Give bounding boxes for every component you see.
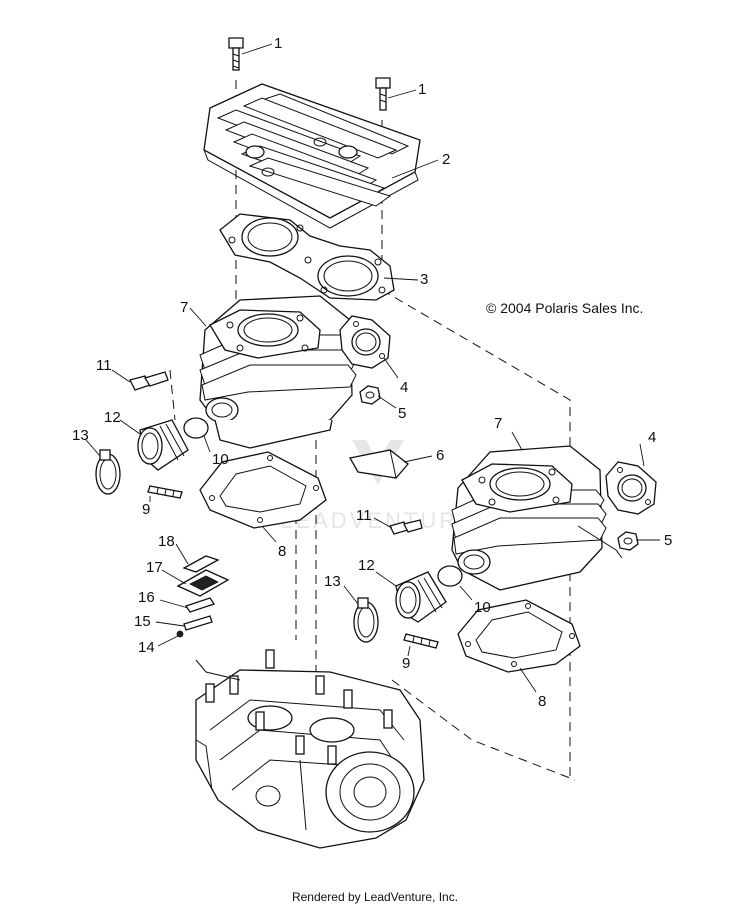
intake-boot-left bbox=[137, 419, 189, 471]
reed-petal bbox=[184, 597, 216, 613]
callout-16: 16 bbox=[138, 589, 155, 606]
callout-9: 9 bbox=[402, 655, 410, 672]
cylinder-left bbox=[199, 295, 357, 449]
reed-to-case-line bbox=[195, 659, 241, 681]
clamp-bolt-left bbox=[147, 485, 183, 499]
leader-lines bbox=[85, 43, 660, 693]
callout-10: 10 bbox=[212, 451, 229, 468]
callout-13: 13 bbox=[324, 573, 341, 590]
reed-stop bbox=[182, 555, 220, 573]
callout-13: 13 bbox=[72, 427, 89, 444]
callout-11: 11 bbox=[356, 507, 372, 524]
cylinder-right bbox=[451, 445, 607, 591]
intake-bolt-right bbox=[389, 519, 423, 535]
callout-15: 15 bbox=[134, 613, 151, 630]
cylinder-head bbox=[203, 83, 421, 229]
callout-12: 12 bbox=[104, 409, 121, 426]
exhaust-gasket-right bbox=[605, 461, 657, 515]
callout-12: 12 bbox=[358, 557, 375, 574]
callout-18: 18 bbox=[158, 533, 175, 550]
base-gasket-left bbox=[199, 451, 327, 529]
callout-1: 1 bbox=[418, 81, 426, 98]
exhaust-gasket-left bbox=[339, 315, 391, 369]
callout-4: 4 bbox=[648, 429, 656, 446]
reed-screw bbox=[176, 630, 184, 638]
cylinder-head-bolt-right bbox=[375, 77, 391, 111]
oring-left bbox=[183, 417, 209, 439]
callout-11: 11 bbox=[96, 357, 112, 374]
callout-9: 9 bbox=[142, 501, 150, 518]
exhaust-spring bbox=[577, 525, 623, 559]
callout-5: 5 bbox=[398, 405, 406, 422]
head-gasket bbox=[219, 213, 395, 301]
callout-14: 14 bbox=[138, 639, 155, 656]
cylinder-head-bolt-left bbox=[228, 37, 244, 71]
callout-5: 5 bbox=[664, 532, 672, 549]
callout-labels: 1 1 2 3 4 4 5 5 6 7 7 8 8 9 9 10 10 11 1… bbox=[72, 35, 672, 710]
copyright-text: © 2004 Polaris Sales Inc. bbox=[486, 300, 644, 316]
callout-7: 7 bbox=[180, 299, 188, 316]
clamp-bolt-right bbox=[403, 633, 439, 649]
callout-8: 8 bbox=[538, 693, 546, 710]
callout-4: 4 bbox=[400, 379, 408, 396]
base-gasket-right bbox=[457, 599, 581, 673]
crankcase bbox=[195, 649, 425, 849]
intake-bolt-left bbox=[129, 371, 169, 391]
intake-clamp-left bbox=[95, 449, 121, 495]
reed-valve-parts bbox=[176, 555, 230, 638]
callout-2: 2 bbox=[442, 151, 450, 168]
exhaust-nut-left bbox=[359, 385, 381, 405]
footer-text: Rendered by LeadVenture, Inc. bbox=[291, 890, 459, 904]
oring-right bbox=[437, 565, 463, 587]
block-part bbox=[348, 449, 409, 479]
callout-3: 3 bbox=[420, 271, 428, 288]
callout-8: 8 bbox=[278, 543, 286, 560]
exhaust-nut-right bbox=[617, 531, 639, 551]
intake-clamp-right bbox=[353, 597, 379, 643]
reed-plate bbox=[183, 615, 213, 631]
callout-7: 7 bbox=[494, 415, 502, 432]
callout-17: 17 bbox=[146, 559, 163, 576]
callout-10: 10 bbox=[474, 599, 491, 616]
watermark-text: LEADVENTURE bbox=[280, 508, 476, 533]
callout-6: 6 bbox=[436, 447, 444, 464]
callout-1: 1 bbox=[274, 35, 282, 52]
intake-boot-right bbox=[395, 571, 447, 623]
